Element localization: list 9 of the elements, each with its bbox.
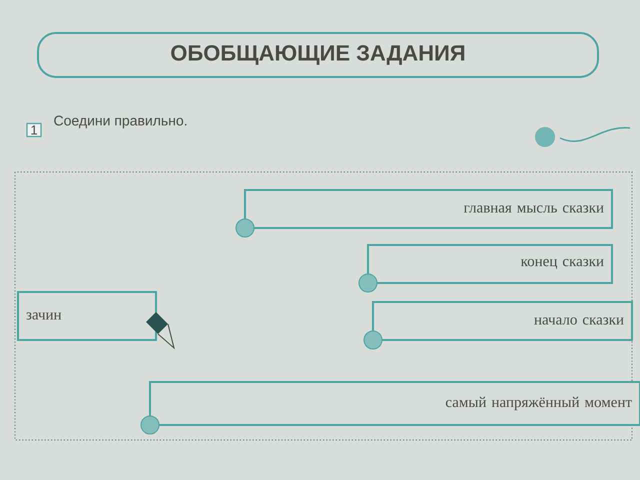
task-number: 1 — [26, 122, 42, 138]
title-banner: ОБОБЩАЮЩИЕ ЗАДАНИЯ — [37, 32, 599, 78]
answer-box: начало сказки — [364, 301, 633, 350]
answer-box: конец сказки — [358, 244, 613, 292]
instruction-text: Соедини правильно. — [54, 116, 186, 128]
answer-box: зачин — [17, 291, 175, 350]
node-label: самый напряжённый момент — [446, 396, 632, 410]
answer-box: главная мысль сказки — [236, 189, 613, 238]
answer-box: самый напряжённый момент — [140, 381, 640, 434]
